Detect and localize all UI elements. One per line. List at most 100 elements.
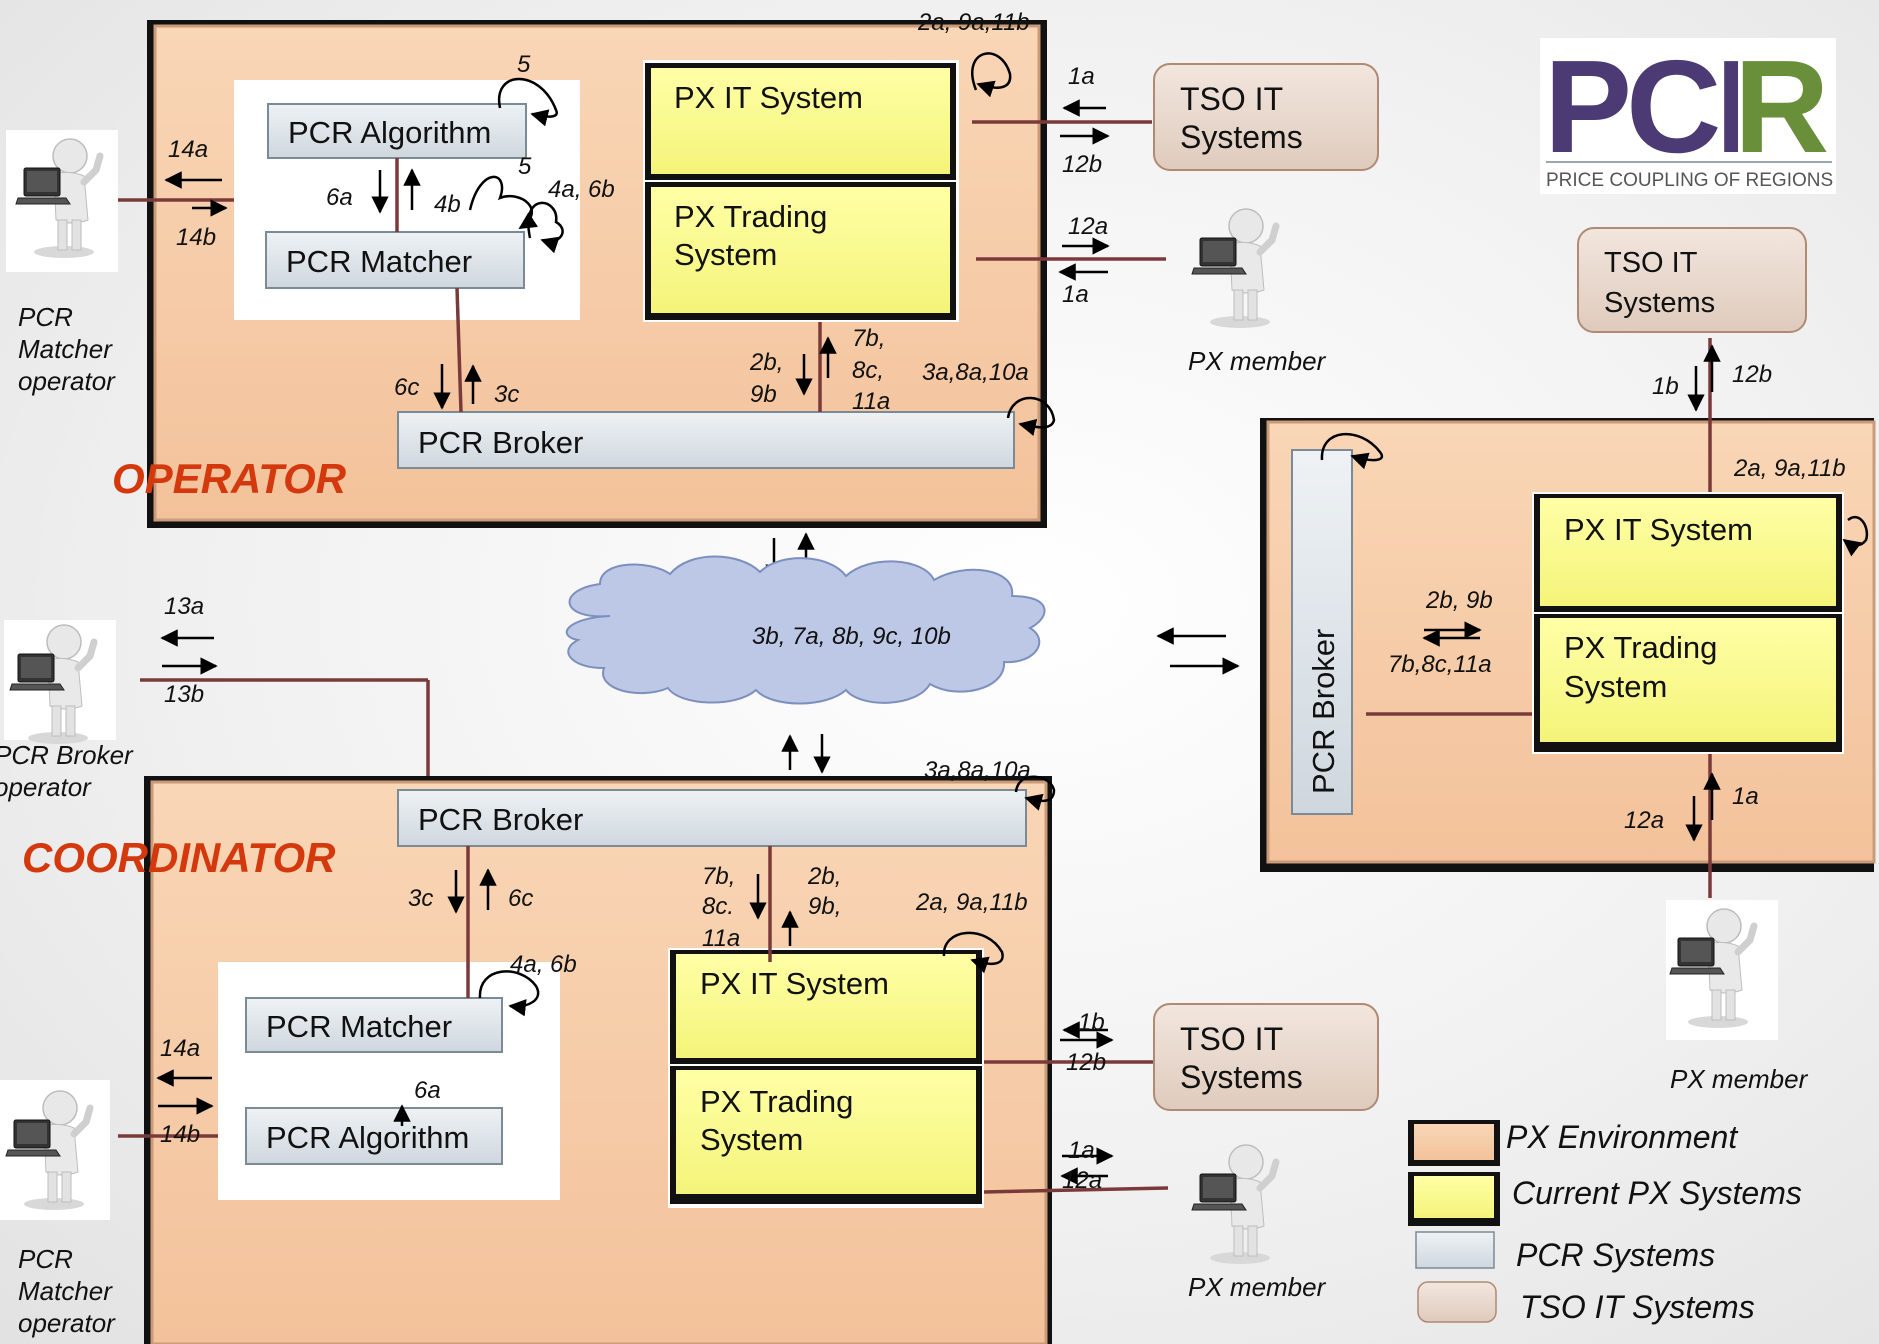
operator-tso-label-2: Systems: [1180, 119, 1303, 155]
operator-tso-label-1: TSO IT: [1180, 81, 1283, 117]
cloud-label: 3b, 7a, 8b, 9c, 10b: [752, 623, 951, 650]
broker-op-label-2: operator: [0, 772, 92, 802]
op-label-loop-algo: 5: [517, 51, 531, 78]
operator-px-trading-label-2: System: [674, 237, 777, 272]
px-member-label-2: PX member: [1670, 1064, 1809, 1094]
coordinator-self-loops: [478, 775, 1056, 1017]
legend-tso: TSO IT Systems: [1520, 1289, 1755, 1325]
op-label-3c: 3c: [494, 381, 519, 408]
op-matcher-label-1: PCR: [18, 302, 73, 332]
op-label-1a-tso: 1a: [1068, 63, 1095, 90]
operator-pcr-broker-label: PCR Broker: [418, 425, 583, 460]
coord-label-11a: 11a: [702, 925, 740, 952]
right-label-12b: 12b: [1732, 361, 1772, 388]
coordinator-pcr-broker-box[interactable]: [397, 789, 1027, 847]
coord-label-8c: 8c.: [702, 893, 734, 920]
coord-label-13a: 13a: [164, 593, 204, 620]
operator-self-loops: [468, 52, 1056, 436]
op-label-12a-mem: 12a: [1068, 213, 1108, 240]
coord-label-3c: 3c: [408, 885, 433, 912]
op-label-4b: 4b: [434, 191, 461, 218]
coordinator-pcr-matcher-box[interactable]: [245, 997, 503, 1053]
coordinator-connectors: [118, 678, 1169, 1194]
coordinator-px-trading-label-2: System: [700, 1122, 803, 1157]
op-label-4a6b: 4a, 6b: [548, 176, 615, 203]
operator-pcr-matcher-label: PCR Matcher: [286, 244, 472, 279]
right-label-1b: 1b: [1652, 373, 1679, 400]
coordinator-arrows: [156, 629, 1114, 1185]
px-member-label-3: PX member: [1188, 1272, 1327, 1302]
broker-op-label-1: PCR Broker: [0, 740, 134, 770]
coord-label-9b: 9b,: [808, 893, 841, 920]
op-label-7b: 7b,: [852, 325, 885, 352]
right-label-1a: 1a: [1732, 783, 1759, 810]
pcr-logo-tagline: PRICE COUPLING OF REGIONS: [1546, 170, 1833, 191]
right-pcr-broker-box[interactable]: [1291, 449, 1353, 815]
operator-pcr-matcher-box[interactable]: [265, 231, 525, 289]
coord-matcher-label-1: PCR: [18, 1244, 73, 1274]
op-label-12b-tso: 12b: [1062, 151, 1102, 178]
right-tso-box[interactable]: [1577, 227, 1807, 333]
coord-label-12b: 12b: [1066, 1049, 1106, 1076]
legend-px-env: PX Environment: [1506, 1119, 1738, 1155]
operator-arrows: [164, 99, 1110, 582]
operator-pcr-algorithm-label: PCR Algorithm: [288, 115, 491, 150]
operator-pcr-broker-box[interactable]: [397, 411, 1015, 469]
coordinator-pcr-algorithm-label: PCR Algorithm: [266, 1120, 469, 1155]
coord-label-3a8a10a: 3a,8a,10a: [924, 757, 1031, 784]
right-label-2b9b: 2b, 9b: [1425, 587, 1493, 614]
operator-tso-box[interactable]: [1153, 63, 1379, 171]
op-label-6a: 6a: [326, 184, 353, 211]
coord-label-12a: 12a: [1062, 1167, 1102, 1194]
operator-title: OPERATOR: [112, 455, 347, 502]
right-px-it-system-label: PX IT System: [1564, 512, 1753, 547]
coord-matcher-label-2: Matcher: [18, 1276, 113, 1306]
right-tso-label-2: Systems: [1604, 287, 1715, 319]
op-matcher-actor: [6, 130, 118, 272]
right-label-12a: 12a: [1624, 807, 1664, 834]
coord-label-14a: 14a: [160, 1035, 200, 1062]
coord-matcher-actor: [0, 1080, 110, 1220]
operator-labels: 5 5 6a 4b 4a, 6b 14a 14b 6c 3c 2b, 9b 7b…: [168, 9, 1108, 415]
op-label-9b: 9b: [750, 381, 777, 408]
op-label-loop-matcher: 5: [518, 153, 532, 180]
coordinator-px-systems: [668, 948, 984, 1208]
right-px-trading-label-1: PX Trading: [1564, 630, 1717, 665]
op-label-3a8a10a: 3a,8a,10a: [922, 359, 1029, 386]
right-labels: 2a, 9a,11b 2b, 9b 7b,8c,11a 1b 12b 12a 1…: [1388, 361, 1846, 834]
coordinator-pcr-algorithm-box[interactable]: [245, 1107, 503, 1165]
op-matcher-label-3: operator: [18, 366, 116, 396]
pcr-cloud: [565, 555, 1046, 705]
legend-pcr: PCR Systems: [1516, 1237, 1715, 1273]
coord-label-2b: 2b,: [807, 863, 841, 890]
op-label-6c: 6c: [394, 374, 419, 401]
right-px-trading-label-2: System: [1564, 669, 1667, 704]
coordinator-labels: 3a,8a,10a 3c 6c 7b, 8c. 11a 2b, 9b, 2a, …: [160, 593, 1106, 1194]
px-member-label-1: PX member: [1188, 346, 1327, 376]
right-label-7b8c11a: 7b,8c,11a: [1388, 651, 1492, 678]
px-member-actor-2: [1666, 900, 1778, 1040]
op-label-2a9a11b: 2a, 9a,11b: [917, 9, 1030, 36]
right-arrows: [1156, 344, 1721, 842]
operator-pcr-algorithm-box[interactable]: [267, 103, 527, 159]
legend-swatch-tso: [1417, 1281, 1497, 1323]
coordinator-px-trading-label-1: PX Trading: [700, 1084, 853, 1119]
op-label-14a: 14a: [168, 136, 208, 163]
coordinator-pcr-broker-label: PCR Broker: [418, 802, 583, 837]
coord-label-6c: 6c: [508, 885, 533, 912]
legend: PX Environment Current PX Systems PCR Sy…: [1408, 1119, 1802, 1325]
right-tso-label-1: TSO IT: [1604, 247, 1698, 279]
coord-matcher-label-3: operator: [18, 1308, 116, 1338]
op-label-11a: 11a: [852, 388, 890, 415]
operator-connectors: [118, 120, 1166, 413]
op-label-2b: 2b,: [749, 349, 783, 376]
coord-label-6a: 6a: [414, 1077, 441, 1104]
right-px-systems: [1532, 492, 1844, 754]
coord-label-2a9a11b: 2a, 9a,11b: [915, 889, 1028, 916]
coordinator-tso-label-2: Systems: [1180, 1059, 1303, 1095]
broker-op-actor: [4, 620, 116, 744]
coord-label-13b: 13b: [164, 681, 204, 708]
svg-text:R: R: [1734, 33, 1829, 180]
coordinator-tso-box[interactable]: [1153, 1003, 1379, 1111]
coordinator-px-it-system-label: PX IT System: [700, 966, 889, 1001]
